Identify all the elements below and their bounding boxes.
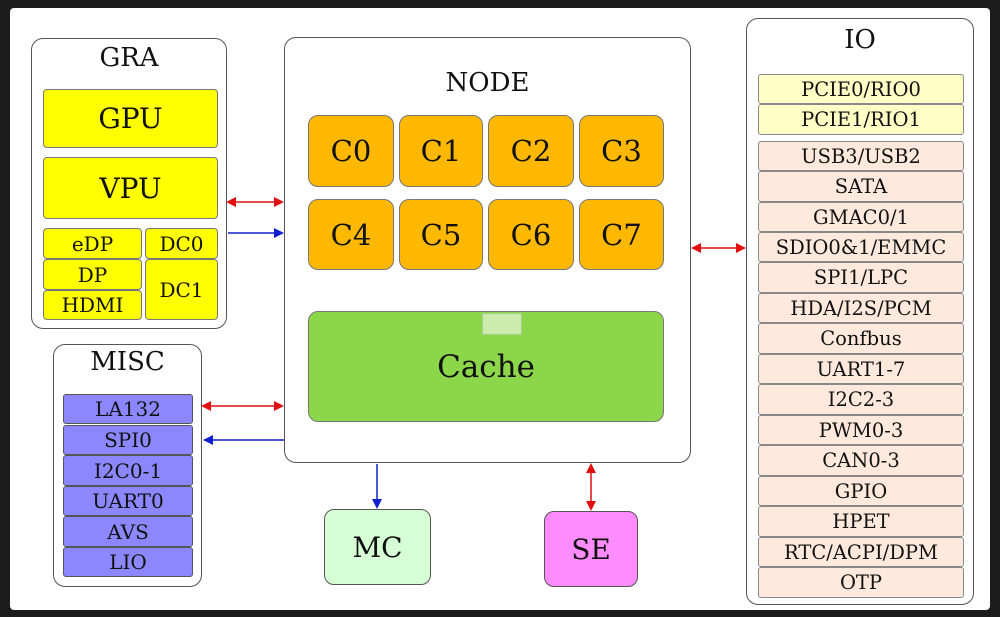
io-item: GMAC0/1 bbox=[758, 202, 964, 232]
io-item: PWM0-3 bbox=[758, 415, 964, 445]
dc1-block: DC1 bbox=[145, 259, 218, 320]
edp-block: eDP bbox=[43, 228, 142, 259]
misc-item: LIO bbox=[63, 547, 193, 577]
io-item: SPI1/LPC bbox=[758, 262, 964, 293]
misc-item: I2C0-1 bbox=[63, 455, 193, 486]
io-item: SATA bbox=[758, 171, 964, 202]
gra-panel: GRA GPU VPU eDP DC0 DP DC1 HDMI bbox=[31, 38, 227, 329]
io-item: HDA/I2S/PCM bbox=[758, 293, 964, 323]
gra-title: GRA bbox=[99, 43, 159, 73]
io-item: CAN0-3 bbox=[758, 445, 964, 476]
se-block: SE bbox=[544, 511, 638, 587]
io-item: SDIO0&1/EMMC bbox=[758, 232, 964, 262]
io-item-pcie0: PCIE0/RIO0 bbox=[758, 74, 964, 104]
io-item: Confbus bbox=[758, 323, 964, 354]
block-diagram: GRA GPU VPU eDP DC0 DP DC1 HDMI NODE C0 … bbox=[10, 8, 990, 610]
misc-item: LA132 bbox=[63, 394, 193, 424]
hdmi-block: HDMI bbox=[43, 290, 142, 320]
dp-block: DP bbox=[43, 259, 142, 290]
misc-panel: MISC LA132 SPI0 I2C0-1 UART0 AVS LIO bbox=[53, 344, 202, 587]
watermark-badge bbox=[482, 313, 522, 335]
vpu-block: VPU bbox=[43, 157, 218, 219]
io-item: OTP bbox=[758, 567, 964, 598]
io-title: IO bbox=[844, 25, 876, 55]
core-c3: C3 bbox=[579, 115, 664, 187]
misc-item: SPI0 bbox=[63, 425, 193, 455]
io-item: HPET bbox=[758, 506, 964, 537]
io-item-pcie1: PCIE1/RIO1 bbox=[758, 104, 964, 135]
core-c4: C4 bbox=[308, 199, 394, 270]
core-c7: C7 bbox=[579, 199, 664, 270]
core-c6: C6 bbox=[488, 199, 574, 270]
node-panel: NODE C0 C1 C2 C3 C4 C5 C6 C7 Cache bbox=[284, 37, 691, 463]
io-item: I2C2-3 bbox=[758, 384, 964, 415]
core-c1: C1 bbox=[399, 115, 483, 187]
core-c0: C0 bbox=[308, 115, 394, 187]
core-c5: C5 bbox=[399, 199, 483, 270]
misc-item: AVS bbox=[63, 516, 193, 547]
dc0-block: DC0 bbox=[145, 228, 218, 259]
node-title: NODE bbox=[445, 68, 530, 98]
io-item: GPIO bbox=[758, 476, 964, 506]
connection-arrows bbox=[201, 197, 746, 511]
io-item: UART1-7 bbox=[758, 354, 964, 384]
misc-item: UART0 bbox=[63, 486, 193, 516]
gpu-block: GPU bbox=[43, 89, 218, 148]
mc-block: MC bbox=[324, 509, 431, 585]
misc-title: MISC bbox=[90, 347, 165, 377]
io-panel: IO PCIE0/RIO0 PCIE1/RIO1 USB3/USB2 SATA … bbox=[746, 18, 974, 605]
io-item: RTC/ACPI/DPM bbox=[758, 537, 964, 567]
core-c2: C2 bbox=[488, 115, 574, 187]
io-item: USB3/USB2 bbox=[758, 141, 964, 171]
